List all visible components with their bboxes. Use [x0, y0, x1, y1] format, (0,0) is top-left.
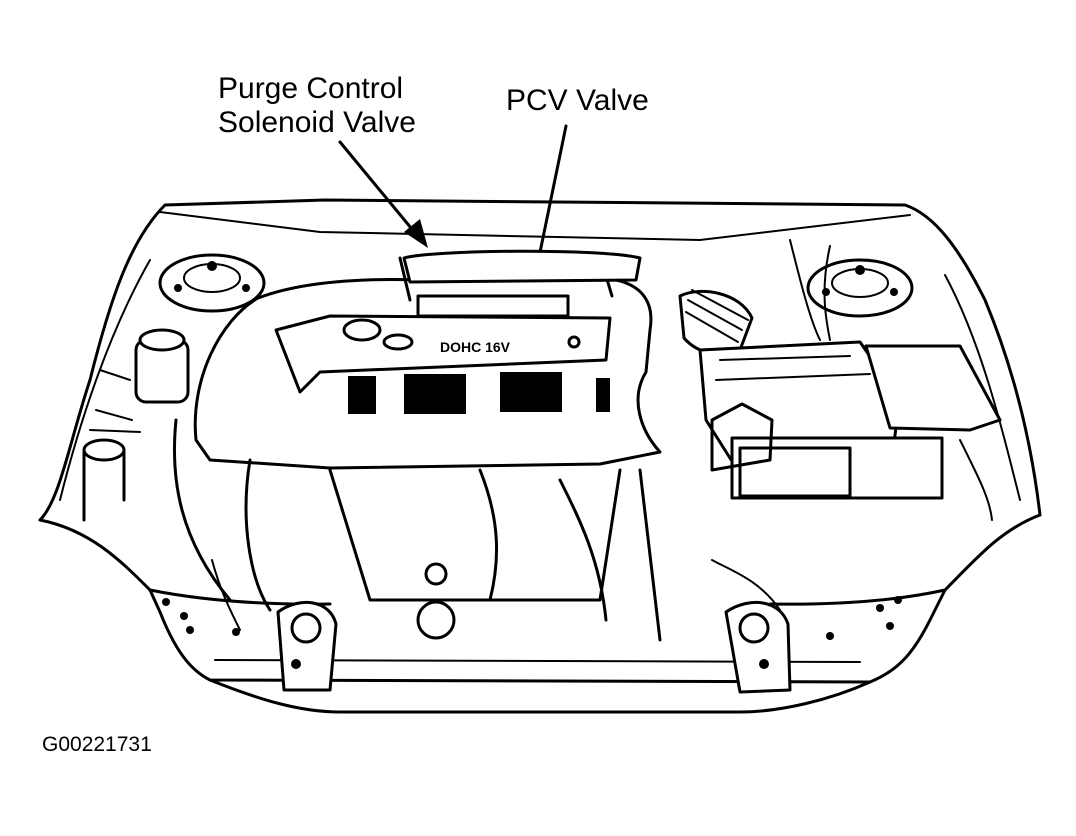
engine-cover: DOHC 16V	[193, 249, 662, 470]
left-strut-tower	[158, 253, 266, 313]
right-strut-tower	[806, 258, 914, 318]
reservoir	[82, 328, 190, 522]
battery	[710, 402, 944, 500]
right-engine-mount	[724, 600, 792, 694]
cover-text: DOHC 16V	[440, 339, 511, 355]
bumper-bolts	[162, 596, 902, 640]
purge-label-line-2: Solenoid Valve	[218, 106, 416, 139]
pcv-valve-label: PCV Valve	[506, 84, 649, 117]
left-engine-mount	[276, 600, 338, 692]
engine-block	[173, 418, 662, 642]
purge-label-line-1: Purge Control	[218, 72, 404, 105]
figure-id: G00221731	[42, 733, 152, 756]
wiring	[211, 239, 993, 631]
purge-control-solenoid-valve-label: Purge Control Solenoid Valve	[218, 72, 416, 140]
